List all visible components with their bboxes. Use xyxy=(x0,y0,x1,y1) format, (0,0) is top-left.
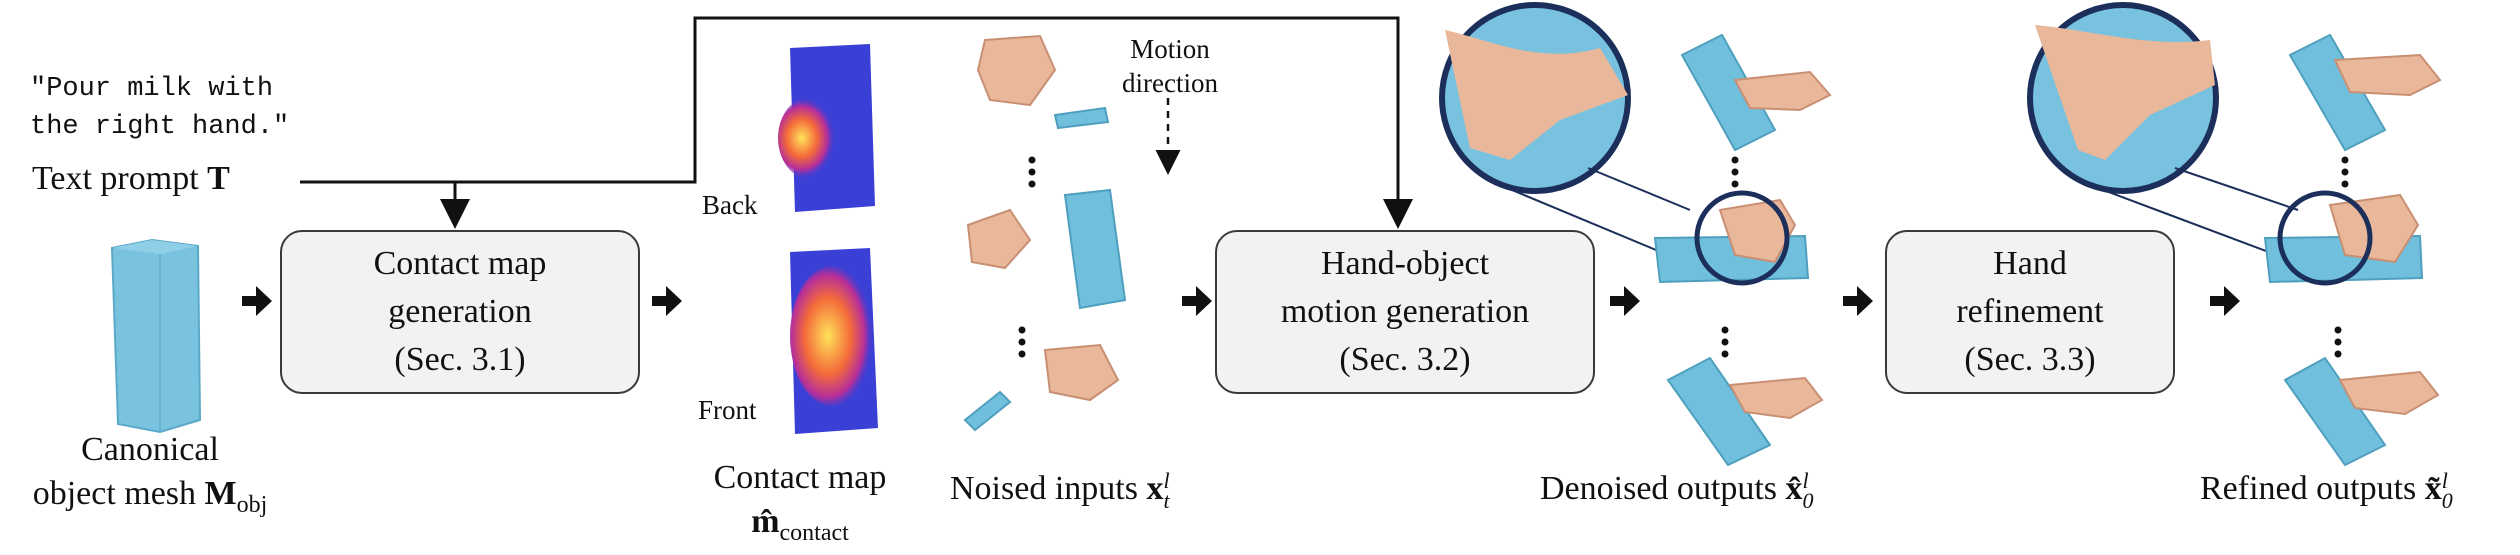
hand-shape xyxy=(966,208,1032,270)
motion-direction-label: Motion direction xyxy=(1122,34,1218,98)
object-shape xyxy=(1053,106,1110,130)
contact-map-front-image xyxy=(790,248,878,434)
arrow-icon xyxy=(652,286,682,316)
arrow-icon xyxy=(1182,286,1212,316)
object-shape xyxy=(2283,356,2387,467)
arrow-icon xyxy=(1843,286,1873,316)
canonical-mesh-caption: Canonical object mesh Mobj xyxy=(32,431,268,518)
arrow-icon xyxy=(2210,286,2240,316)
object-shape xyxy=(963,390,1012,432)
hand-shape xyxy=(2333,53,2442,97)
prompt-symbol: T xyxy=(207,160,230,197)
back-label: Back xyxy=(702,190,758,220)
arrow-icon xyxy=(242,286,272,316)
arrow-icon xyxy=(1610,286,1640,316)
prompt-quote-line1: "Pour milk with xyxy=(30,74,274,104)
hand-shape xyxy=(2328,193,2420,264)
hand-shape xyxy=(1043,343,1120,402)
hand-shape xyxy=(2338,370,2440,416)
text-prompt-label: Text prompt T xyxy=(32,160,230,197)
contact-map-caption: Contact map m̂contact xyxy=(713,459,887,546)
hand-shape xyxy=(1728,376,1824,420)
focus-ring xyxy=(1694,190,1790,286)
front-label: Front xyxy=(698,395,757,425)
focus-ring xyxy=(2277,190,2373,286)
prompt-quote-line2: the right hand." xyxy=(30,112,290,142)
object-shape xyxy=(1063,188,1127,310)
hand-shape xyxy=(976,34,1057,107)
object-shape xyxy=(2288,33,2387,152)
contact-map-generation-box: Contact map generation (Sec. 3.1) xyxy=(280,230,640,394)
hand-refinement-box: Hand refinement (Sec. 3.3) xyxy=(1885,230,2175,394)
hand-object-motion-generation-box: Hand-object motion generation (Sec. 3.2) xyxy=(1215,230,1595,394)
prompt-to-motion-line xyxy=(455,16,1413,229)
hand-shape xyxy=(1733,70,1832,112)
contact-map-back-image xyxy=(778,44,875,212)
text-prompt-quote: "Pour milk with the right hand." xyxy=(30,70,289,146)
object-shape xyxy=(1680,33,1777,152)
object-shape xyxy=(1666,356,1772,467)
